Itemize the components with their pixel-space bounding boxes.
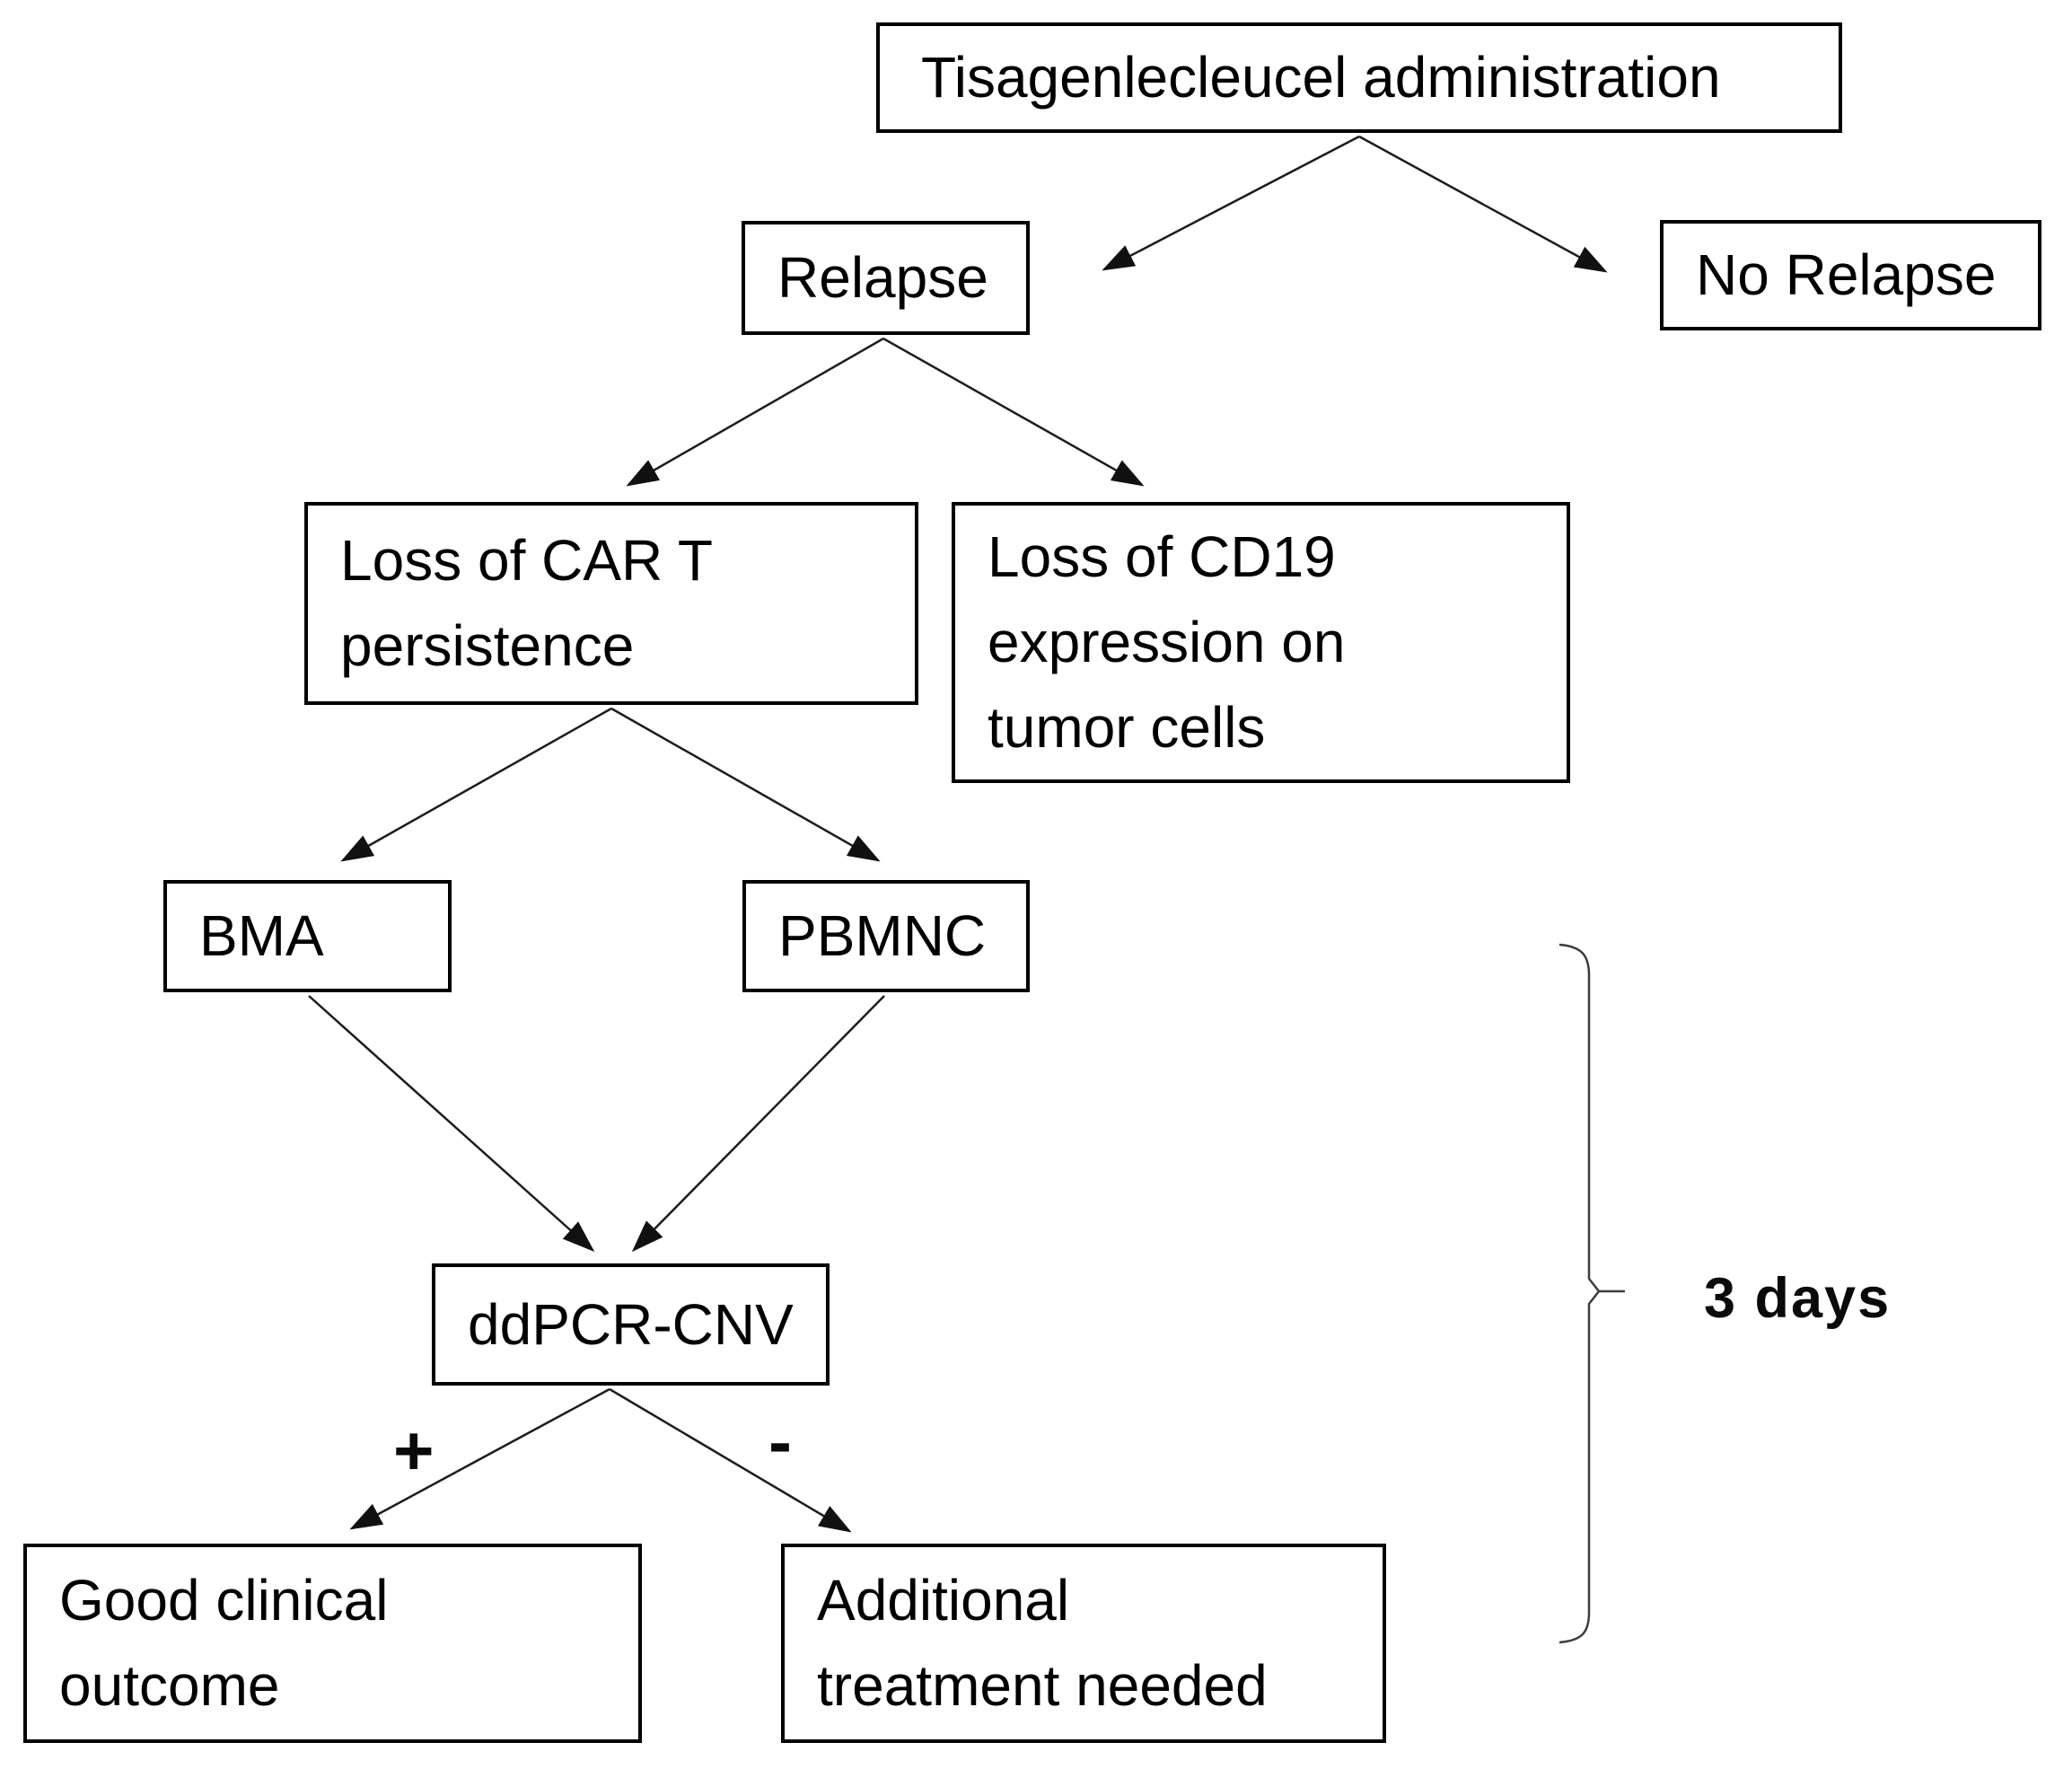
node-loss-of-car-t-persistence: Loss of CAR T persistence: [304, 502, 918, 705]
arrow-pbmnc-to-ddpcr: [631, 995, 885, 1253]
arrow-admin-to-relapse: [1102, 135, 1360, 271]
duration-label: 3 days: [1704, 1267, 1892, 1330]
node-pbmnc: PBMNC: [742, 880, 1030, 992]
arrow-cart-loss-to-pbmnc: [610, 707, 881, 862]
duration-bracket: [1558, 943, 1601, 1644]
arrow-bma-to-ddpcr: [308, 995, 595, 1253]
node-tisagenlecleucel-administration: Tisagenlecleucel administration: [876, 22, 1842, 133]
arrow-relapse-to-cart-loss: [626, 337, 884, 487]
node-loss-of-cd19-expression: Loss of CD19 expression on tumor cells: [952, 502, 1570, 783]
arrow-relapse-to-cd19-loss: [882, 337, 1145, 487]
node-additional-treatment-needed: Additional treatment needed: [781, 1544, 1386, 1743]
node-bma: BMA: [163, 880, 452, 992]
edge-label-negative: -: [768, 1402, 792, 1481]
node-relapse: Relapse: [742, 221, 1030, 335]
arrow-admin-to-no-relapse: [1358, 135, 1608, 273]
arrow-cart-loss-to-bma: [340, 707, 612, 862]
arrow-ddpcr-to-good-outcome: [349, 1387, 610, 1530]
node-ddpcr-cnv: ddPCR-CNV: [432, 1263, 830, 1386]
node-good-clinical-outcome: Good clinical outcome: [23, 1544, 642, 1743]
edge-label-positive: +: [393, 1411, 435, 1490]
node-no-relapse: No Relapse: [1660, 220, 2041, 330]
arrow-ddpcr-to-additional-treatment: [609, 1387, 852, 1533]
